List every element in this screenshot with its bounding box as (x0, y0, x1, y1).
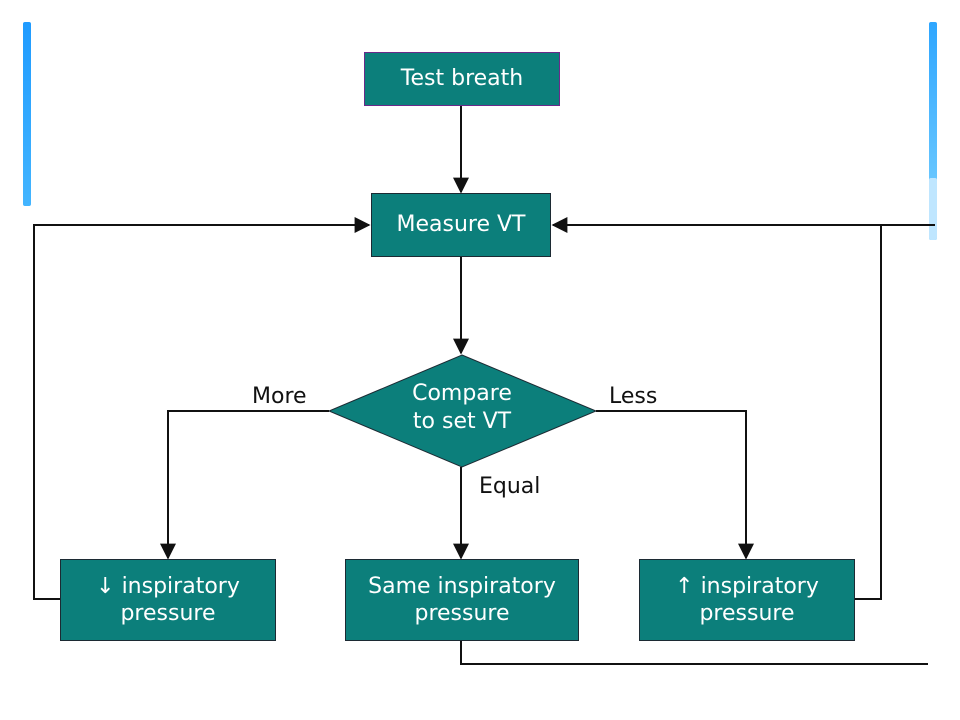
edge-label-less: Less (609, 384, 658, 409)
right-accent-shade (929, 178, 937, 240)
edge-label-equal: Equal (479, 474, 541, 499)
edge-more-branch (160, 410, 329, 560)
node-measure-vt: Measure VT (371, 193, 551, 257)
node-measure-vt-label: Measure VT (396, 212, 526, 238)
edge-same-bottom (460, 640, 928, 665)
node-test-breath: Test breath (364, 52, 560, 106)
node-same-pressure: Same inspiratory pressure (345, 559, 579, 641)
edge-right-feedback (551, 217, 882, 600)
node-increase-pressure: ↑ inspiratory pressure (639, 559, 855, 641)
right-accent-bar (929, 22, 937, 240)
edge-left-feedback (33, 217, 371, 600)
node-test-breath-label: Test breath (400, 66, 524, 92)
node-decrease-pressure: ↓ inspiratory pressure (60, 559, 276, 641)
left-accent-bar (23, 22, 31, 206)
compare-decision-label: Compare to set VT (412, 381, 512, 434)
node-decrease-pressure-label: ↓ inspiratory pressure (96, 573, 240, 627)
node-same-pressure-label: Same inspiratory pressure (368, 573, 556, 627)
node-increase-pressure-label: ↑ inspiratory pressure (675, 573, 819, 627)
edge-label-more: More (252, 384, 307, 409)
edge-less-branch (596, 410, 754, 560)
